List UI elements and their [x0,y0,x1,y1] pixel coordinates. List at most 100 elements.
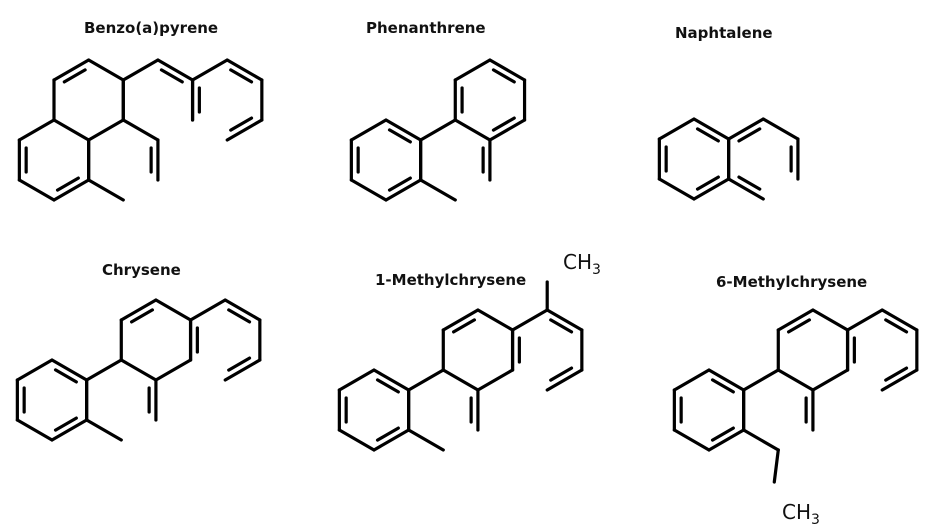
ring-bond [50,418,89,442]
ring-bond [190,58,229,82]
double-bond-line [375,378,400,394]
double-bond-line [62,68,87,84]
ring-bond [776,368,815,392]
double-bond-line [549,318,574,334]
ring-bond [672,368,711,392]
ring-bond [121,58,160,82]
ring-bond [727,117,765,141]
ring-bond [407,368,445,392]
ring-bond [419,178,457,202]
ch3-main-1: CH [563,250,592,274]
ring-bond [156,58,195,82]
double-bond-line [227,308,252,324]
double-bond-line [55,176,80,192]
label-phenanthrene: Phenanthrene [366,19,486,37]
double-bond-line [229,116,254,132]
ring-bond [121,118,160,142]
ring-bond [17,178,56,202]
ring-bond [384,118,423,142]
ring-bond [15,418,54,442]
ring-bond [225,58,264,82]
double-bond-line [53,416,78,432]
ring-bond [880,308,919,332]
structure-chrysene [15,298,262,442]
ring-bond [154,358,193,382]
label-naphtalene: Naphtalene [675,24,773,42]
double-bond-line [375,426,400,442]
ring-bond [707,428,746,452]
ring-bond [85,358,123,382]
ch3-label-6-methylchrysene: CH3 [782,500,820,526]
ch3-label-1-methylchrysene: CH3 [563,250,601,278]
ring-bond [52,118,91,142]
double-bond-line [229,68,254,84]
structure-6-methylchrysene [672,308,919,484]
ring-bond [372,428,411,452]
ring-bond [776,308,815,332]
ring-bond [349,178,388,202]
ring-bond [657,177,696,201]
ch3-sub-1: 3 [592,262,601,278]
ring-bond [407,428,445,452]
ring-bond [811,308,850,332]
ring-bond [476,368,515,392]
double-bond-line [737,175,762,191]
ring-bond [119,358,158,382]
ring-bond [707,368,746,392]
structure-1-methylchrysene [337,280,584,452]
double-bond-line [387,128,412,144]
ring-bond [742,368,780,392]
ring-bond [223,298,262,322]
ring-bond [761,117,800,141]
ring-bond [845,308,884,332]
ring-bond [154,298,193,322]
double-bond-line [787,318,811,334]
structure-phenanthrene [349,58,527,202]
ring-bond [87,118,125,142]
ring-bond [441,308,480,332]
ring-bond [727,177,765,201]
ring-bond [672,428,711,452]
ring-bond [692,117,731,141]
ring-bond [188,298,227,322]
ring-bond [119,298,158,322]
ring-bond [52,178,91,202]
ring-bond [337,368,376,392]
double-bond-line [491,68,516,84]
ring-bond [880,368,919,392]
double-bond-line [695,127,720,143]
double-bond-line [884,366,909,382]
ch3-sub-6: 3 [811,512,820,526]
double-bond-line [53,368,78,384]
ring-bond [419,118,457,142]
structure-benzo-a-pyrene [17,58,264,202]
ring-bond [692,177,731,201]
ring-bond [657,117,696,141]
ring-bond [225,118,264,142]
ring-bond [476,308,515,332]
ring-bond [742,428,780,452]
label-1-methylchrysene: 1-Methylchrysene [375,271,526,289]
structure-naphtalene [657,117,800,201]
double-bond-line [387,176,412,192]
label-chrysene: Chrysene [102,261,181,279]
ring-bond [453,58,492,82]
ring-bond [441,368,480,392]
double-bond-line [695,175,720,191]
ring-bond [488,118,527,142]
label-benzo-a-pyrene: Benzo(a)pyrene [84,19,218,37]
double-bond-line [227,356,252,372]
double-bond-line [549,366,574,382]
ring-bond [510,308,549,332]
double-bond-line [884,318,909,334]
ring-bond [349,118,388,142]
ring-bond [811,368,850,392]
ring-bond [545,368,584,392]
double-bond-line [710,426,735,442]
ring-bond [488,58,527,82]
double-bond-line [159,68,184,84]
double-bond-line [452,318,476,334]
ring-bond [372,368,411,392]
double-bond-line [737,127,762,143]
